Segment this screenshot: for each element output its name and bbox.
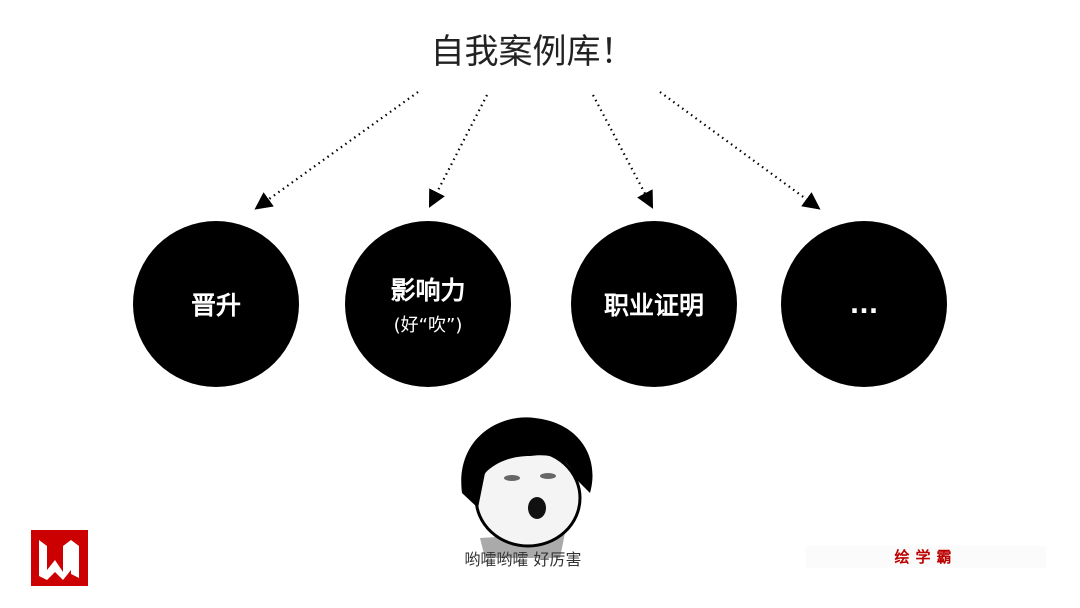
page-title: 自我案例库！: [430, 32, 635, 72]
arrow-3: [592, 94, 654, 209]
circle-sublabel: (好“吹”): [393, 315, 463, 336]
w-logo-icon: [39, 540, 79, 580]
circle-label: 影响力: [390, 276, 466, 305]
circle-label: 晋升: [190, 291, 241, 320]
brand-name: 绘学霸: [806, 546, 1046, 568]
circle-career-proof: 职业证明: [571, 221, 737, 387]
meme-caption: 哟嚯哟嚯 好厉害: [464, 550, 582, 569]
arrow-1: [254, 91, 419, 210]
brand-logo: [31, 530, 88, 586]
meme-face-image: [461, 417, 593, 558]
circle-influence: 影响力 (好“吹”): [345, 221, 511, 387]
arrow-2: [428, 94, 488, 208]
circle-promotion: 晋升: [133, 221, 299, 387]
circle-label: ...: [849, 289, 879, 319]
circle-more: ...: [781, 221, 947, 387]
circle-label: 职业证明: [603, 291, 704, 320]
arrow-4: [659, 91, 821, 210]
